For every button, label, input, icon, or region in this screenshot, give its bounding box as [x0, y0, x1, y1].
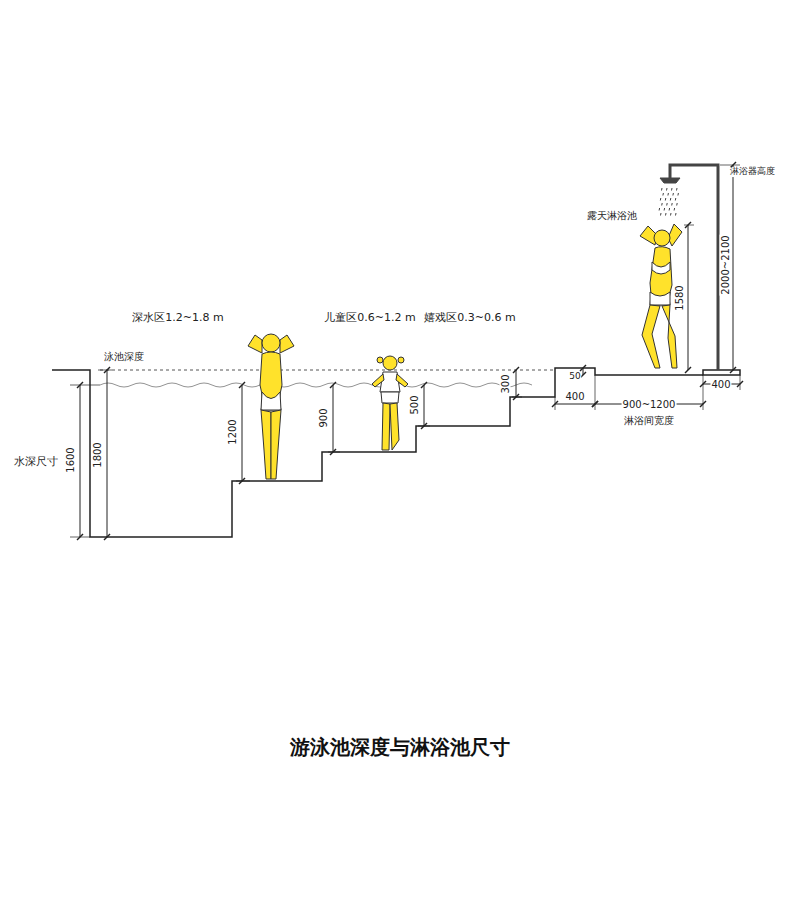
extension-line	[236, 481, 250, 482]
dimension-value: 400	[710, 379, 731, 390]
dimension-value: 1600	[65, 446, 76, 473]
water-drop	[674, 208, 676, 211]
dimension-value: 50	[568, 372, 581, 382]
dimension-tick	[239, 382, 245, 388]
extension-line	[418, 426, 430, 427]
water-drop	[661, 188, 663, 191]
water-drop	[664, 208, 666, 211]
adult-swimmer	[248, 334, 294, 479]
water-drop	[660, 213, 662, 216]
dimension-line	[555, 404, 595, 405]
dimension-value: 1800	[92, 441, 103, 468]
dimension-tick	[730, 367, 736, 373]
dimension-value: 2000~2100	[720, 234, 731, 295]
zone-label: 深水区1.2~1.8 m	[131, 312, 224, 324]
extension-line	[98, 370, 112, 371]
water-drops	[659, 188, 678, 216]
extension-line	[555, 397, 556, 410]
extension-line	[684, 225, 694, 226]
water-drop	[665, 213, 667, 216]
dimension-value: 500	[409, 394, 420, 415]
water-level	[100, 370, 555, 371]
water-drop	[675, 198, 677, 201]
water-drop	[660, 198, 662, 201]
dimension-tick	[330, 382, 336, 388]
water-drop	[669, 208, 671, 211]
water-drop	[677, 193, 679, 196]
water-drop	[666, 188, 668, 191]
extension-line	[595, 375, 596, 410]
extension-line	[720, 165, 740, 166]
water-surface	[100, 383, 532, 387]
extension-line	[70, 385, 100, 386]
dimension-lines	[70, 162, 743, 540]
extension-line	[70, 537, 90, 538]
water-drop	[659, 208, 661, 211]
dimension-label: 泳池深度	[103, 351, 145, 362]
water-drop	[670, 198, 672, 201]
water-drop	[670, 213, 672, 216]
dimension-value: 900~1200	[622, 399, 677, 410]
dimension-value: 1580	[674, 284, 685, 311]
extension-line	[328, 452, 340, 453]
dimension-line	[333, 385, 334, 452]
dimension-tick	[513, 367, 519, 373]
diagram-title: 游泳池深度与淋浴池尺寸	[0, 734, 800, 761]
water-drop	[665, 198, 667, 201]
dimension-line	[107, 370, 108, 537]
dimension-line	[733, 165, 734, 370]
child-swimmer	[372, 356, 408, 450]
dimension-tick	[104, 534, 110, 540]
dimension-line	[424, 385, 425, 426]
extension-line	[740, 375, 741, 390]
dimension-line	[242, 385, 243, 481]
dimension-line	[516, 370, 517, 397]
dimension-line	[80, 385, 81, 537]
water-drop	[662, 193, 664, 196]
dimension-tick	[421, 382, 427, 388]
water-drop	[672, 193, 674, 196]
dimension-line	[688, 225, 689, 370]
pool-outline	[52, 368, 740, 537]
dimension-value: 淋浴间宽度	[623, 415, 675, 426]
water-drop	[661, 203, 663, 206]
zone-label: 儿童区0.6~1.2 m	[323, 312, 416, 324]
water-drop	[671, 203, 673, 206]
dimension-tick	[580, 365, 586, 371]
water-drop	[666, 203, 668, 206]
dimension-value: 1200	[227, 418, 238, 445]
dimension-value: 900	[318, 407, 329, 428]
water-drop	[671, 188, 673, 191]
dimension-tick	[685, 367, 691, 373]
dimension-value: 400	[564, 391, 585, 402]
water-drop	[667, 193, 669, 196]
dimension-value: 300	[500, 373, 511, 394]
dimension-value: 淋浴器高度	[729, 167, 776, 177]
dimension-value: 露天淋浴池	[586, 210, 638, 221]
water-drop	[676, 203, 678, 206]
water-drop	[675, 213, 677, 216]
extension-line	[703, 375, 704, 410]
zone-label: 嬉戏区0.3~0.6 m	[423, 312, 516, 324]
dimension-label: 水深尺寸	[13, 456, 59, 468]
water-drop	[676, 188, 678, 191]
extension-line	[512, 397, 522, 398]
